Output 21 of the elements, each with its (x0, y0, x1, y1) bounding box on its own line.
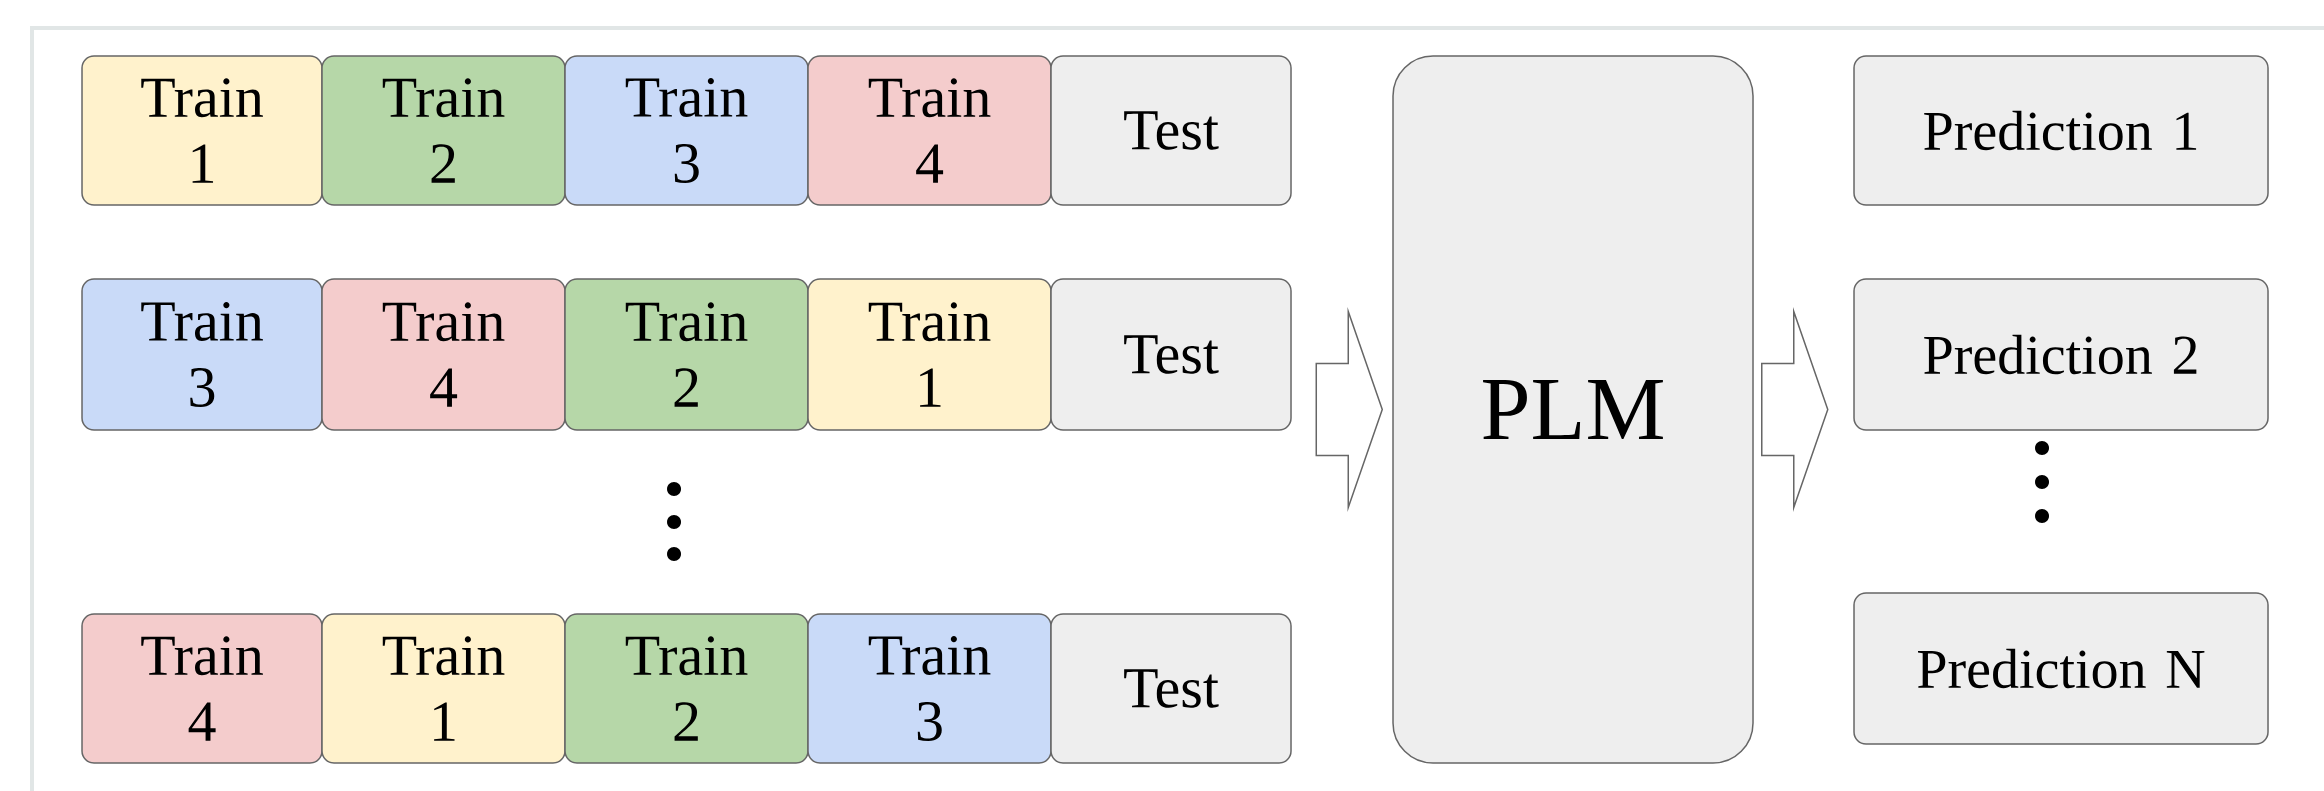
model-box: PLM (1392, 55, 1754, 764)
data-box: Train 1 (807, 278, 1052, 431)
block-arrow (1315, 307, 1384, 512)
prediction-box: Prediction 2 (1853, 278, 2269, 431)
data-box: Train 1 (81, 55, 323, 206)
data-box: Train 3 (81, 278, 323, 431)
data-box: Train 3 (807, 613, 1052, 764)
data-box: Test (1050, 613, 1292, 764)
block-arrow (1761, 307, 1829, 512)
prediction-box: Prediction 1 (1853, 55, 2269, 206)
data-box: Train 2 (564, 613, 809, 764)
data-box: Test (1050, 55, 1292, 206)
data-box: Test (1050, 278, 1292, 431)
data-box: Train 4 (81, 613, 323, 764)
data-box: Train 3 (564, 55, 809, 206)
data-box: Train 2 (564, 278, 809, 431)
data-box: Train 4 (807, 55, 1052, 206)
data-box: Train 2 (321, 55, 566, 206)
prediction-box: Prediction N (1853, 592, 2269, 745)
data-box: Train 4 (321, 278, 566, 431)
data-box: Train 1 (321, 613, 566, 764)
